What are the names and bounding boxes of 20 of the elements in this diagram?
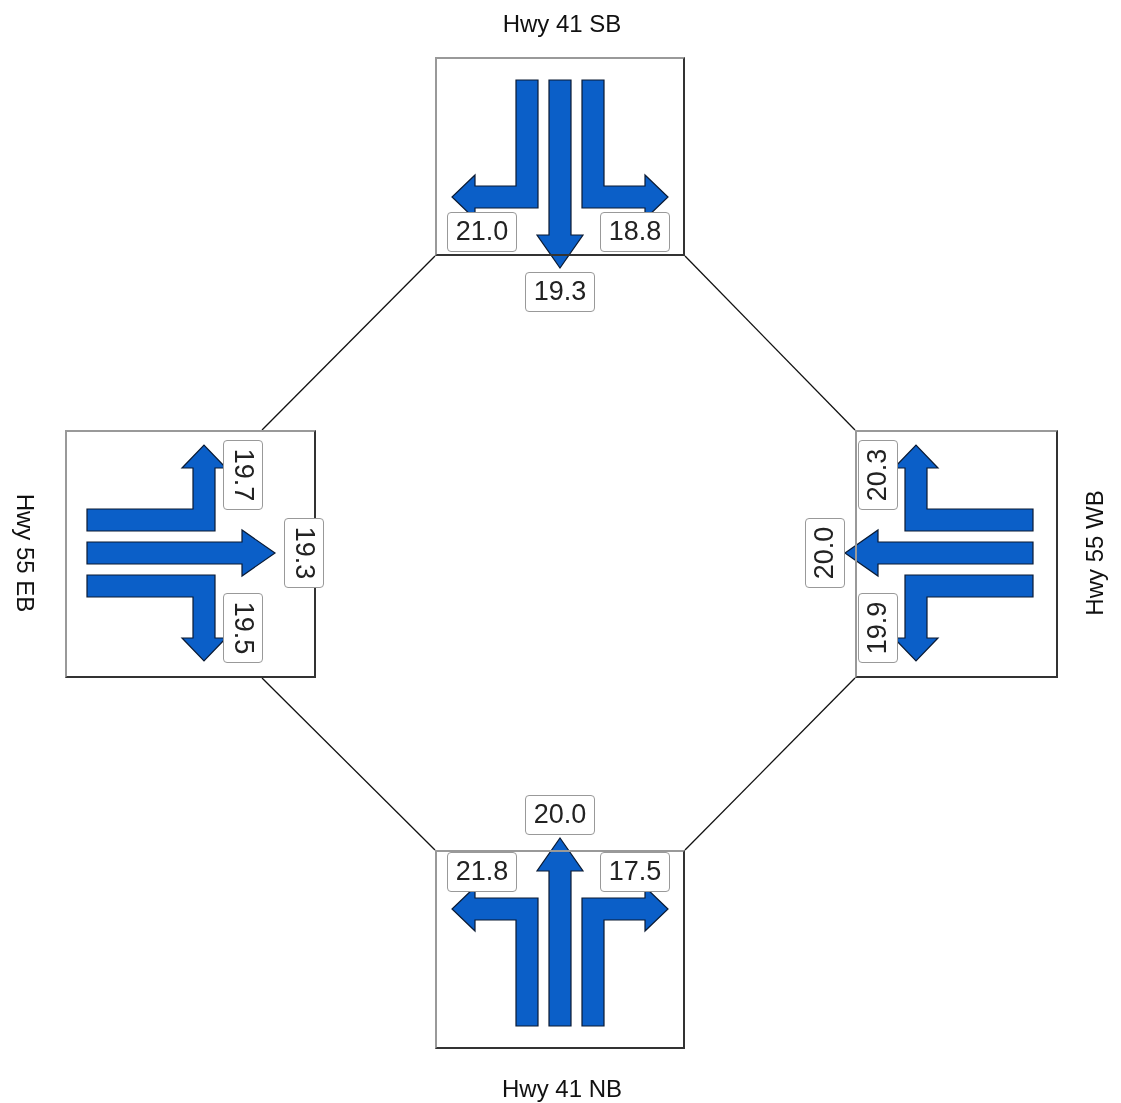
connector-line: [261, 255, 436, 431]
approach-heading: Hwy 41 SB: [501, 9, 623, 39]
connector-line: [261, 677, 436, 851]
approach-heading: Hwy 55 WB: [1080, 489, 1109, 618]
value-label: 21.0: [447, 212, 517, 252]
connector-line: [684, 255, 856, 431]
value-label: 20.0: [525, 795, 595, 835]
value-label: 19.9: [858, 593, 898, 663]
value-label: 18.8: [600, 212, 670, 252]
value-label: 19.7: [223, 440, 263, 510]
value-label: 17.5: [600, 852, 670, 892]
value-label: 20.0: [805, 518, 845, 588]
value-label: 19.5: [223, 593, 263, 663]
connector-line: [684, 677, 856, 851]
approach-heading: Hwy 41 NB: [500, 1074, 623, 1103]
value-label: 19.3: [284, 518, 324, 588]
approach-heading: Hwy 55 EB: [11, 492, 40, 615]
value-label: 21.8: [447, 852, 517, 892]
value-label: 20.3: [858, 440, 898, 510]
value-label: 19.3: [525, 272, 595, 312]
